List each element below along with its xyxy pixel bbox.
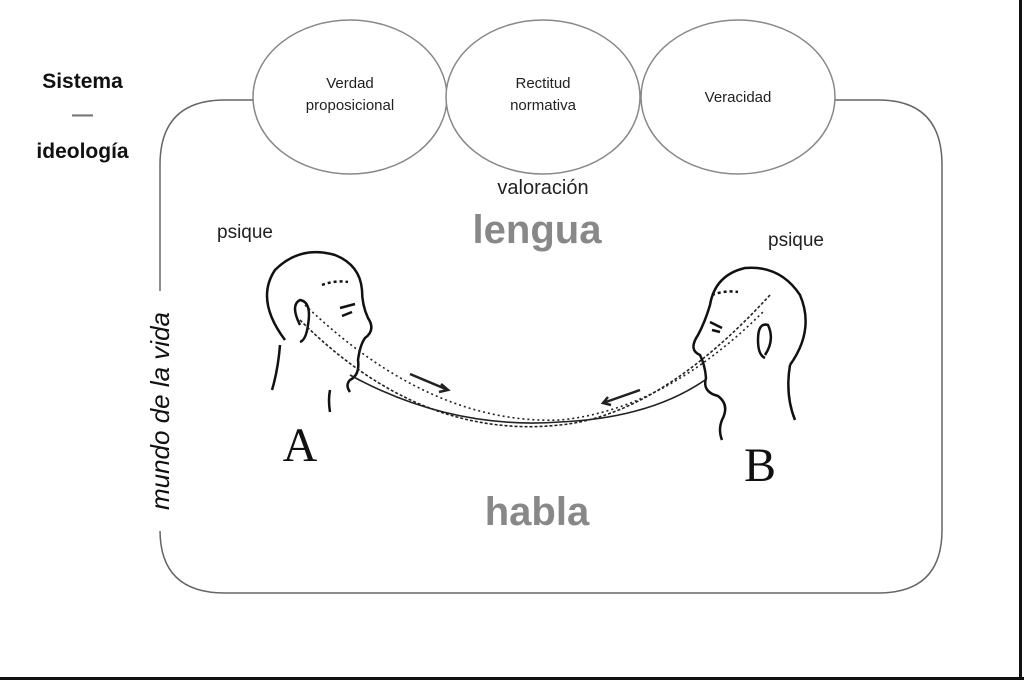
frame-right-border [1019, 0, 1022, 680]
head-b-illustration [692, 266, 807, 441]
lengua-label: lengua [472, 208, 602, 252]
speaker-b-label: B [743, 439, 776, 492]
circle-verdad-line2: proposicional [305, 97, 395, 114]
lifeworld-box [159, 99, 943, 594]
psique-left-label: psique [217, 222, 273, 243]
circle-rectitud-line1: Rectitud [515, 75, 571, 92]
ideologia-label: ideología [36, 140, 129, 163]
head-a-illustration [265, 250, 373, 413]
habla-label: habla [484, 490, 590, 534]
circle-veracidad [640, 19, 836, 175]
frame-bottom-border [0, 677, 1024, 680]
psique-right-label: psique [768, 230, 824, 251]
circle-rectitud-text: Rectitud normativa [473, 73, 613, 117]
speech-circuit [299, 294, 771, 428]
speaker-a-label: A [282, 419, 318, 472]
circle-veracidad-text: Veracidad [704, 89, 772, 106]
mundo-de-la-vida-label: mundo de la vida [144, 291, 176, 531]
circle-verdad-text: Verdad proposicional [280, 73, 420, 117]
circle-rectitud [445, 19, 641, 175]
circle-rectitud-line2: normativa [510, 97, 576, 114]
sistema-label: Sistema [42, 70, 123, 93]
sistema-dash: — [72, 103, 93, 126]
circle-verdad-line1: Verdad [326, 75, 374, 92]
valoracion-label: valoración [497, 177, 589, 199]
